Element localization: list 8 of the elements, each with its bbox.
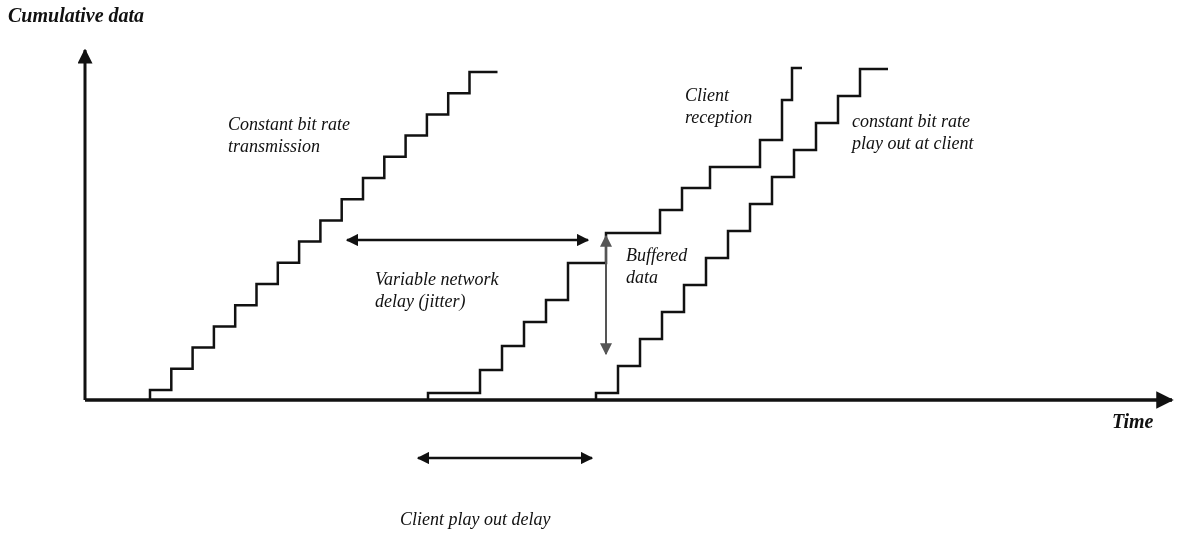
axis-title: Cumulative data [8,4,146,26]
dimension-label: Variable network delay (jitter) [375,268,500,312]
curve-label: Client reception [685,84,754,128]
curve-label: Constant bit rate transmission [228,113,351,157]
axis-title: Time [1112,410,1155,432]
curve-label: constant bit rate play out at client [852,110,975,154]
dimension-label: Client play out delay [400,508,552,530]
dimension-label: Buffered data [626,244,689,288]
